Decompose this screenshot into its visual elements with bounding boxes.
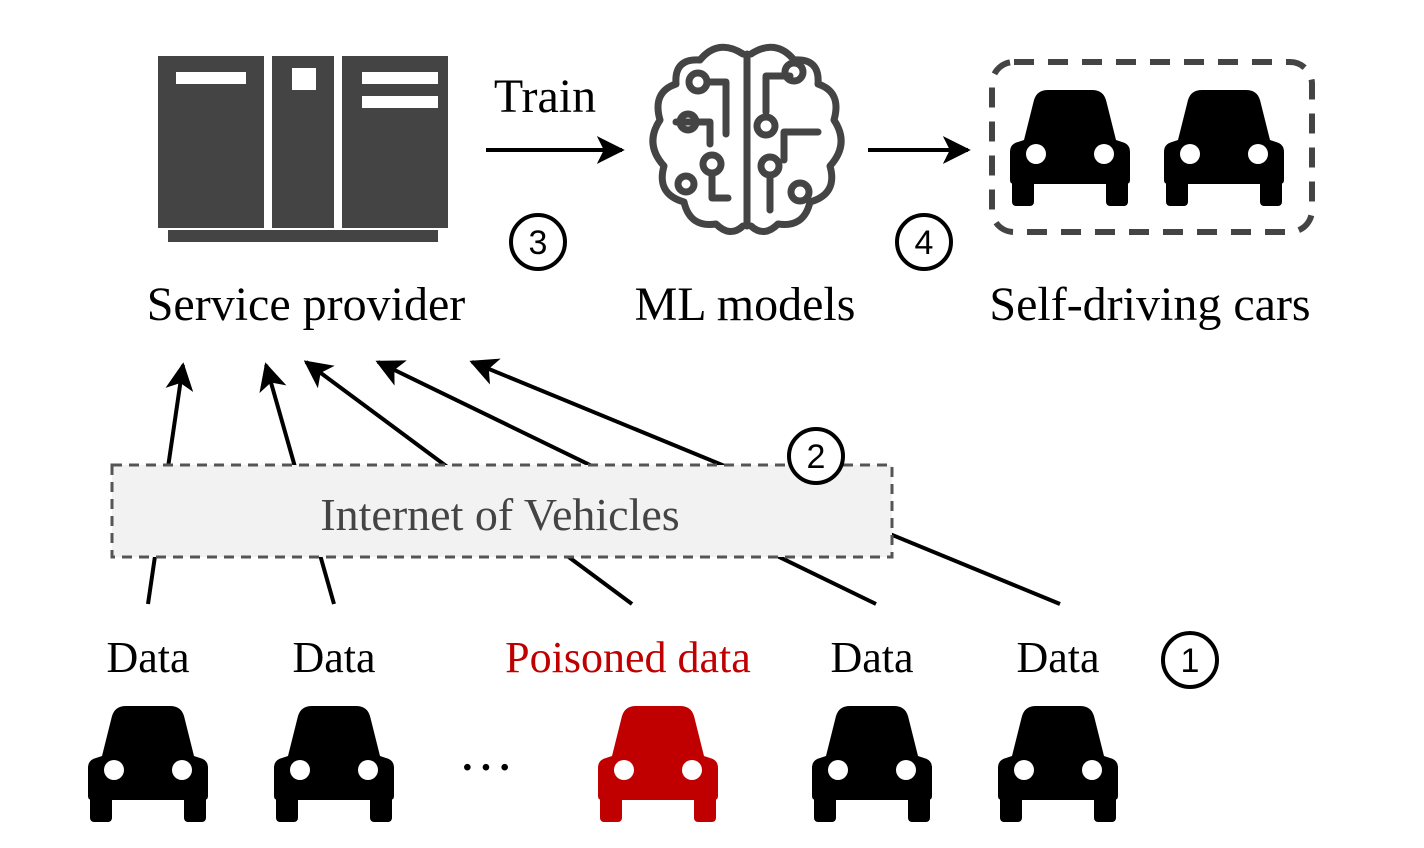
ellipsis: ··· xyxy=(458,737,514,799)
car-icon xyxy=(812,706,932,822)
poisoned-data-label: Poisoned data xyxy=(505,633,751,682)
ml-models-label: ML models xyxy=(635,278,856,331)
step-marker-3: 3 xyxy=(509,213,567,271)
car-icon xyxy=(1010,90,1130,206)
self-driving-cars-box xyxy=(989,59,1315,235)
car-icon xyxy=(88,706,208,822)
svg-text:2: 2 xyxy=(807,438,826,476)
svg-text:4: 4 xyxy=(915,224,934,262)
step-marker-2: 2 xyxy=(787,427,845,485)
vehicle-data-label-1: Data xyxy=(106,633,189,682)
svg-text:1: 1 xyxy=(1181,642,1200,680)
internet-of-vehicles-label: Internet of Vehicles xyxy=(320,489,679,540)
car-icon xyxy=(274,706,394,822)
svg-text:3: 3 xyxy=(529,224,548,262)
server-icon xyxy=(158,56,448,242)
train-label: Train xyxy=(494,70,596,123)
vehicle-data-label-5: Data xyxy=(1016,633,1099,682)
step-marker-1: 1 xyxy=(1161,631,1219,689)
vehicle-data-label-2: Data xyxy=(292,633,375,682)
step-marker-4: 4 xyxy=(895,213,953,271)
car-icon xyxy=(598,706,718,822)
car-icon xyxy=(998,706,1118,822)
service-provider-label: Service provider xyxy=(147,278,466,331)
vehicle-data-label-4: Data xyxy=(830,633,913,682)
internet-of-vehicles-box xyxy=(110,463,894,559)
brain-circuit-icon xyxy=(649,43,845,235)
self-driving-cars-label: Self-driving cars xyxy=(989,278,1310,331)
car-icon xyxy=(1164,90,1284,206)
